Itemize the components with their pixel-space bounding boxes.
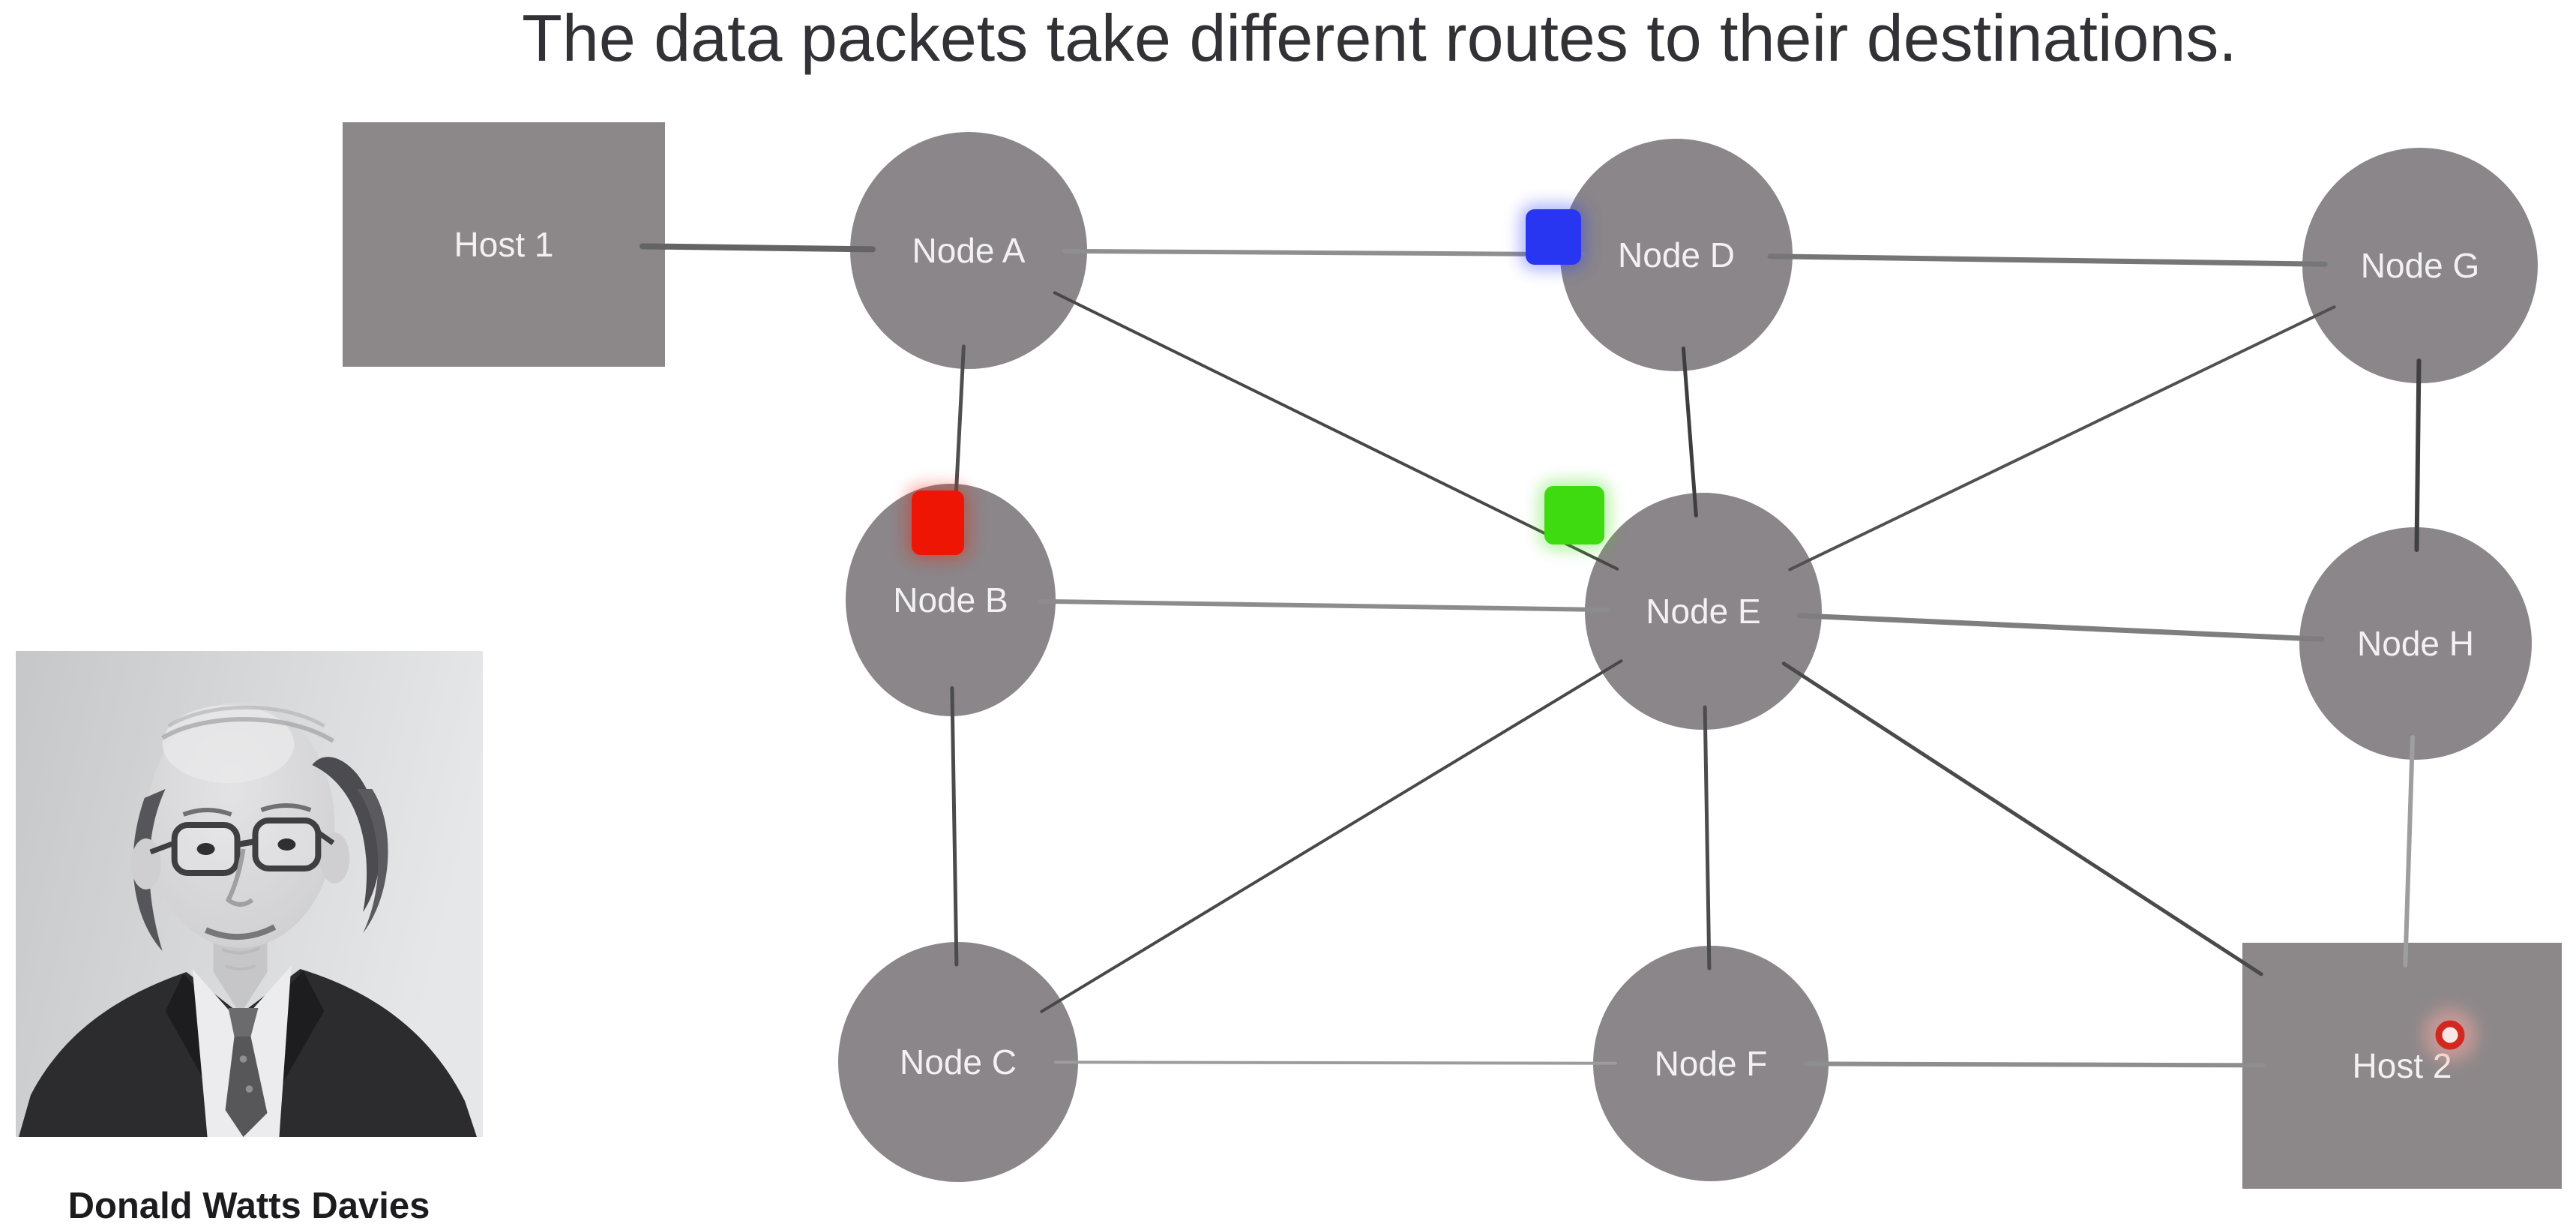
- packets-layer: [906, 204, 2477, 1062]
- edge-nodeE-host2: [1781, 662, 2263, 976]
- edge-nodeE-nodeH: [1796, 613, 2325, 642]
- edge-nodeH-host2: [2403, 734, 2416, 968]
- eyebrow-right: [260, 803, 312, 812]
- edge-nodeG-nodeH: [2414, 358, 2422, 553]
- nodeH-circle: [2299, 527, 2532, 760]
- host1-label: Host 1: [454, 225, 554, 264]
- edge-nodeB-nodeE: [1036, 598, 1610, 613]
- eye-left: [196, 843, 215, 855]
- nodeG-label: Node G: [2361, 246, 2480, 285]
- edge-nodeD-nodeE: [1681, 346, 1698, 518]
- nodeF-label: Node F: [1655, 1044, 1768, 1083]
- portrait-illustration: [16, 651, 483, 1137]
- bald-crown-highlight: [162, 705, 295, 783]
- edge-host1-nodeA: [640, 243, 876, 253]
- nodeG-circle: [2302, 148, 2538, 383]
- donald-davies-photo: [16, 651, 483, 1137]
- nodeC-label: Node C: [900, 1042, 1017, 1082]
- edge-nodeD-nodeG: [1767, 254, 2328, 267]
- nodeE-circle: [1585, 493, 1822, 730]
- nodeD-circle: [1560, 139, 1793, 371]
- host2-box: [2242, 943, 2562, 1189]
- edge-nodeF-host2: [1803, 1061, 2267, 1068]
- packet-green-square: [1539, 481, 1610, 550]
- destination-marker: [2423, 1008, 2477, 1062]
- tie: [225, 1036, 268, 1137]
- edge-nodeE-nodeG: [1788, 305, 2336, 572]
- nodeE-label: Node E: [1646, 592, 1760, 631]
- mouth: [205, 924, 277, 940]
- hair-right-outer: [357, 789, 388, 933]
- edge-nodeE-nodeF: [1703, 705, 1712, 970]
- ear-left: [130, 838, 161, 890]
- nodeH-label: Node H: [2357, 624, 2474, 663]
- packet-blue-square: [1520, 204, 1586, 270]
- combover-strand: [161, 717, 334, 743]
- nodeB-label: Node B: [893, 580, 1008, 620]
- tie-pattern-dot: [245, 1085, 253, 1093]
- nodeD-label: Node D: [1618, 236, 1735, 274]
- tie-pattern-dot: [239, 1055, 247, 1063]
- eyebrow-left: [182, 808, 232, 817]
- packet-red-square: [906, 485, 969, 560]
- combover-strand: [167, 705, 325, 728]
- host1-box: [343, 122, 665, 367]
- edges-layer: [640, 243, 2422, 1068]
- nose: [225, 848, 254, 907]
- glasses-bridge: [236, 838, 256, 848]
- nodeB-circle: [846, 484, 1056, 716]
- edge-nodeA-nodeB: [953, 344, 966, 514]
- chin-crease: [224, 964, 256, 970]
- page-title: The data packets take different routes t…: [522, 1, 2237, 75]
- nodeA-label: Node A: [912, 231, 1026, 270]
- tie-knot: [228, 1008, 259, 1036]
- edge-nodeC-nodeF: [1053, 1060, 1618, 1065]
- node-shapes-layer: [343, 122, 2562, 1189]
- ear-right: [319, 832, 350, 884]
- edge-nodeC-nodeE: [1040, 659, 1623, 1013]
- nodeC-circle: [838, 942, 1078, 1182]
- edge-nodeA-nodeE: [1053, 291, 1619, 571]
- edge-nodeB-nodeC: [950, 686, 959, 967]
- nodeA-circle: [850, 132, 1087, 369]
- glasses-arms: [149, 830, 335, 855]
- node-labels-layer: Host 1 Node A Node D Node G Node B Node E Node…: [454, 225, 2480, 1085]
- eye-right: [277, 838, 296, 850]
- nodeF-circle: [1593, 946, 1829, 1181]
- portrait-caption: Donald Watts Davies: [67, 1186, 430, 1226]
- edge-nodeA-nodeD: [1062, 248, 1586, 257]
- lower-lip-shade: [221, 946, 261, 955]
